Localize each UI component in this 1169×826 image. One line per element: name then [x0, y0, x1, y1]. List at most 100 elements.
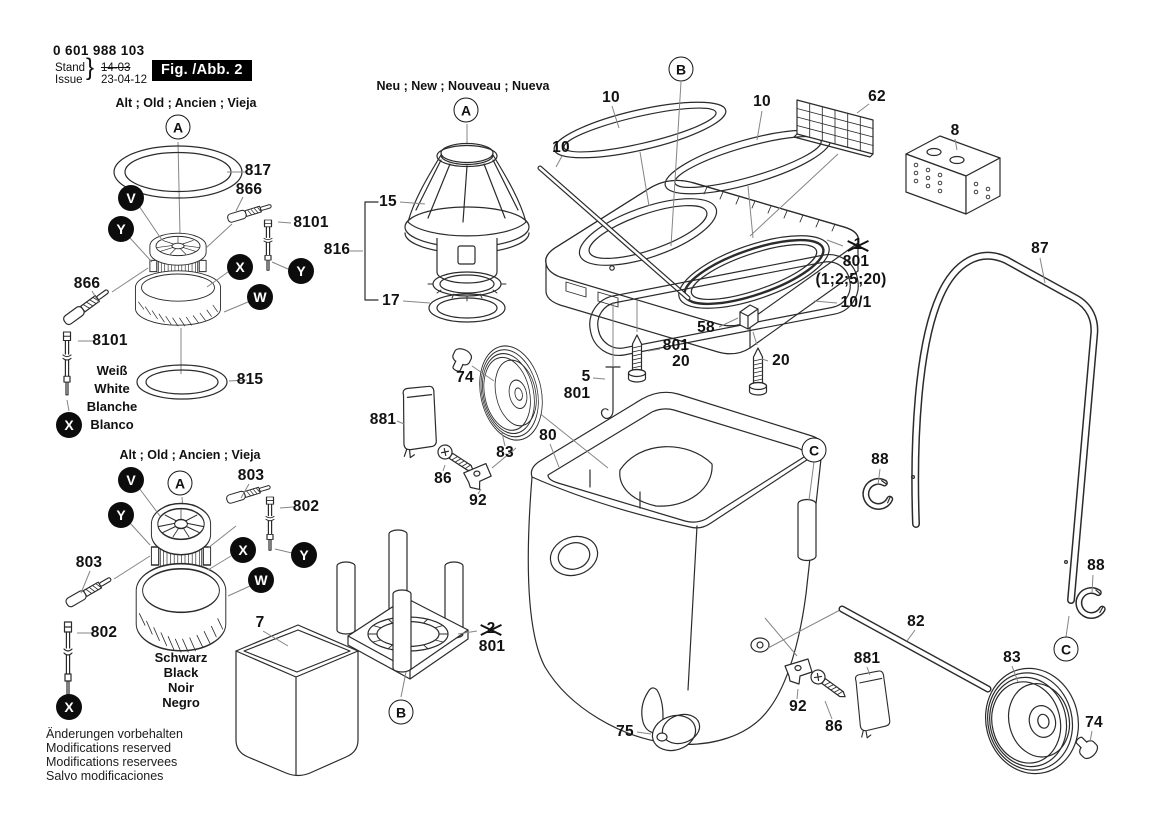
ref-circle-C: C — [801, 437, 827, 463]
callout-802: 802 — [90, 624, 118, 641]
container-assembly — [396, 339, 841, 752]
legend-old-bottom: Alt ; Old ; Ancien ; Vieja — [119, 448, 261, 462]
callout-92: 92 — [469, 492, 487, 509]
callout-15: 15 — [379, 193, 397, 210]
callout-803: 803 — [75, 554, 103, 571]
callout-86: 86 — [825, 718, 843, 735]
notice-fr: Modifications reservees — [46, 755, 178, 769]
callout-7: 7 — [255, 614, 265, 631]
marker-X: X — [56, 412, 82, 438]
ref-circle-A: A — [453, 97, 479, 123]
callout-8101: 8101 — [293, 214, 329, 231]
notice-en: Modifications reserved — [46, 741, 172, 755]
marker-V: V — [118, 467, 144, 493]
marker-V: V — [118, 185, 144, 211]
handle-assembly — [764, 251, 1104, 785]
marker-Y: Y — [108, 502, 134, 528]
callout-815: 815 — [236, 371, 264, 388]
callout-803: 803 — [237, 467, 265, 484]
assembly-new — [350, 124, 530, 323]
callout-801: 801 — [563, 385, 591, 402]
callout-881: 881 — [853, 650, 881, 667]
notice-de: Änderungen vorbehalten — [46, 727, 183, 741]
notice-es: Salvo modificaciones — [46, 769, 164, 783]
color-white-de: Weiß — [96, 363, 128, 378]
marker-Y: Y — [288, 258, 314, 284]
ref-circle-C: C — [1053, 636, 1079, 662]
callout-88: 88 — [871, 451, 889, 468]
callout-816: 816 — [323, 241, 351, 258]
figure-box: Fig. /Abb. 2 — [152, 60, 252, 81]
marker-Y: Y — [108, 216, 134, 242]
marker-Y: Y — [291, 542, 317, 568]
callout-62: 62 — [868, 88, 886, 105]
callout-5: 5 — [581, 368, 591, 385]
superseded-date: 14-03 — [101, 62, 131, 74]
callout-101: 10/1 — [840, 294, 872, 311]
ref-circle-B: B — [388, 699, 414, 725]
assembly-old-bottom — [63, 482, 294, 697]
callout-74: 74 — [456, 369, 474, 386]
callout-1: 1 — [853, 236, 863, 253]
callout-802: 802 — [292, 498, 320, 515]
callout-10: 10 — [602, 89, 620, 106]
callout-83: 83 — [496, 444, 514, 461]
issue-label: Issue — [55, 74, 83, 86]
callout-801: 801 — [842, 253, 870, 270]
callout-881: 881 — [369, 411, 397, 428]
marker-X: X — [230, 537, 256, 563]
callout-8: 8 — [950, 122, 960, 139]
issue-date: 23-04-12 — [101, 74, 148, 86]
callout-866: 866 — [235, 181, 263, 198]
callout-20: 20 — [772, 352, 790, 369]
marker-X: X — [56, 694, 82, 720]
ref-circle-B: B — [668, 56, 694, 82]
callout-12520: (1;2;5;20) — [815, 271, 887, 288]
legend-new: Neu ; New ; Nouveau ; Nueva — [376, 79, 550, 93]
color-black-en: Black — [163, 665, 199, 680]
stand-label: Stand — [55, 62, 86, 74]
color-black-de: Schwarz — [154, 650, 208, 665]
callout-10: 10 — [552, 139, 570, 156]
callout-75: 75 — [616, 723, 634, 740]
callout-82: 82 — [907, 613, 925, 630]
color-legend-black: Schwarz Black Noir Negro — [155, 650, 208, 710]
marker-W: W — [248, 567, 274, 593]
color-white-en: White — [94, 381, 130, 396]
marker-X: X — [227, 254, 253, 280]
ref-circle-A: A — [167, 470, 193, 496]
callout-801: 801 — [478, 638, 506, 655]
callout-817: 817 — [244, 162, 272, 179]
brace-glyph: } — [86, 54, 95, 81]
callout-17: 17 — [382, 292, 400, 309]
lid-assembly — [537, 81, 1001, 420]
callout-20: 20 — [672, 353, 690, 370]
callout-86: 86 — [434, 470, 452, 487]
callout-801: 801 — [662, 337, 690, 354]
callout-88: 88 — [1087, 557, 1105, 574]
color-white-es: Blanco — [90, 417, 134, 432]
callout-87: 87 — [1031, 240, 1049, 257]
color-black-es: Negro — [162, 695, 200, 710]
callout-866: 866 — [73, 275, 101, 292]
assembly-old-top — [61, 141, 292, 412]
callout-2: 2 — [486, 620, 496, 637]
callout-83: 83 — [1003, 649, 1021, 666]
callout-58: 58 — [697, 319, 715, 336]
legend-old-top: Alt ; Old ; Ancien ; Vieja — [115, 96, 257, 110]
callout-92: 92 — [789, 698, 807, 715]
modifications-notice: Änderungen vorbehalten Modifications res… — [46, 727, 183, 783]
color-white-fr: Blanche — [86, 399, 138, 414]
color-black-fr: Noir — [168, 680, 194, 695]
callout-80: 80 — [539, 427, 557, 444]
callout-8101: 8101 — [92, 332, 128, 349]
color-legend-white: Weiß White Blanche Blanco — [87, 362, 138, 434]
caster-base-assembly — [336, 529, 478, 698]
marker-W: W — [247, 284, 273, 310]
callout-74: 74 — [1085, 714, 1103, 731]
ref-circle-A: A — [165, 114, 191, 140]
part-number: 0 601 988 103 — [53, 43, 145, 58]
